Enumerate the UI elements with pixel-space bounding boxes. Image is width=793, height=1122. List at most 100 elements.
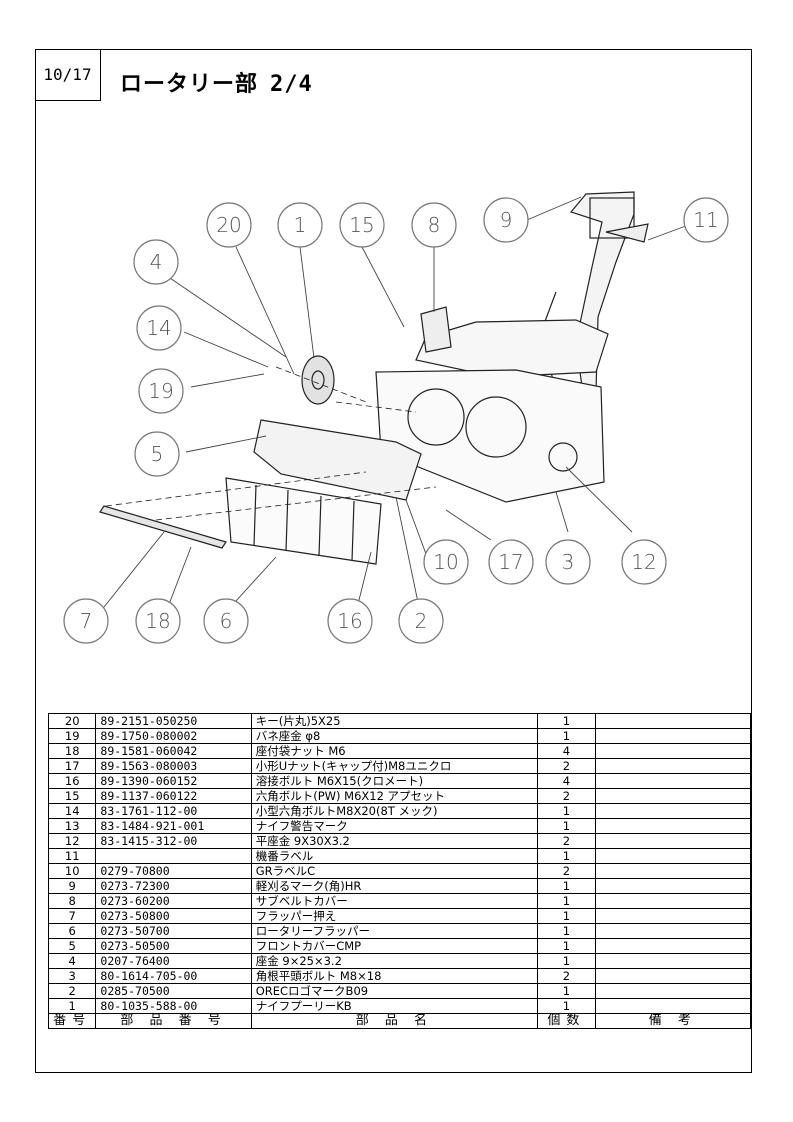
row-remarks bbox=[594, 998, 752, 1014]
exploded-view-diagram: 20 1 15 8 9 11 4 14 19 5 10 17 3 12 7 18… bbox=[63, 191, 729, 644]
callout-label-19: 19 bbox=[148, 379, 173, 403]
row-remarks bbox=[594, 878, 752, 894]
row-name: 座金 9×25×3.2 bbox=[250, 953, 539, 969]
row-qty: 2 bbox=[537, 833, 596, 849]
row-name: ORECロゴマークB09 bbox=[250, 983, 539, 999]
callout-10-circle bbox=[423, 539, 469, 585]
housing-hub bbox=[407, 388, 465, 446]
row-no: 10 bbox=[47, 863, 97, 879]
callout-bubbles bbox=[63, 197, 729, 644]
callout-label-18: 18 bbox=[145, 609, 170, 633]
row-qty: 1 bbox=[537, 848, 596, 864]
row-part-no: 0273-50800 bbox=[95, 908, 252, 924]
callout-6-circle bbox=[203, 598, 249, 644]
page-number: 10/17 bbox=[35, 49, 101, 101]
callout-12-circle bbox=[621, 539, 667, 585]
callout-4-circle bbox=[133, 239, 179, 285]
rotor-blades bbox=[465, 396, 527, 458]
callout-label-10: 10 bbox=[433, 550, 458, 574]
row-part-no: 89-2151-050250 bbox=[95, 713, 252, 729]
row-qty: 1 bbox=[537, 938, 596, 954]
callout-label-3: 3 bbox=[562, 550, 575, 574]
row-qty: 1 bbox=[537, 923, 596, 939]
row-part-no: 0279-70800 bbox=[95, 863, 252, 879]
row-name: 平座金 9X30X3.2 bbox=[250, 833, 539, 849]
row-no: 6 bbox=[47, 923, 97, 939]
row-no: 8 bbox=[47, 893, 97, 909]
callout-8-circle bbox=[411, 202, 457, 248]
machine-drawing bbox=[99, 191, 649, 565]
row-name: サブベルトカバー bbox=[250, 893, 539, 909]
row-qty: 1 bbox=[537, 893, 596, 909]
callout-label-14: 14 bbox=[146, 316, 171, 340]
row-remarks bbox=[594, 968, 752, 984]
row-remarks bbox=[594, 848, 752, 864]
row-no: 9 bbox=[47, 878, 97, 894]
row-qty: 2 bbox=[537, 788, 596, 804]
callout-11-circle bbox=[683, 197, 729, 243]
row-name: 角根平頭ボルト M8×18 bbox=[250, 968, 539, 984]
chassis-deck bbox=[415, 319, 609, 378]
callout-label-6: 6 bbox=[220, 609, 233, 633]
row-qty: 1 bbox=[537, 818, 596, 834]
row-no: 20 bbox=[47, 713, 97, 729]
row-part-no: 83-1484-921-001 bbox=[95, 818, 252, 834]
callout-15-circle bbox=[339, 202, 385, 248]
row-remarks bbox=[594, 983, 752, 999]
row-qty: 1 bbox=[537, 878, 596, 894]
row-no: 18 bbox=[47, 743, 97, 759]
row-no: 3 bbox=[47, 968, 97, 984]
row-part-no: 0285-70500 bbox=[95, 983, 252, 999]
row-name: ナイフプーリーKB bbox=[250, 998, 539, 1014]
row-qty: 1 bbox=[537, 998, 596, 1014]
callout-label-15: 15 bbox=[349, 213, 374, 237]
row-part-no: 89-1137-060122 bbox=[95, 788, 252, 804]
row-remarks bbox=[594, 908, 752, 924]
title-main: ロータリー部 bbox=[120, 72, 259, 97]
page-title: ロータリー部 2/4 bbox=[120, 66, 313, 98]
row-remarks bbox=[594, 758, 752, 774]
row-part-no: 89-1390-060152 bbox=[95, 773, 252, 789]
table-header-row: 番号 部 品 番 号 部 品 名 個数 備 考 bbox=[47, 1013, 752, 1029]
page-frame bbox=[35, 49, 752, 1073]
row-name: 六角ボルト(PW) M6X12 アプセット bbox=[250, 788, 539, 804]
row-name: 機番ラベル bbox=[250, 848, 539, 864]
row-part-no: 0273-72300 bbox=[95, 878, 252, 894]
row-remarks bbox=[594, 893, 752, 909]
row-part-no: 89-1581-060042 bbox=[95, 743, 252, 759]
callout-3-circle bbox=[545, 539, 591, 585]
row-no: 12 bbox=[47, 833, 97, 849]
row-qty: 1 bbox=[537, 713, 596, 729]
row-remarks bbox=[594, 773, 752, 789]
row-name: フロントカバーCMP bbox=[250, 938, 539, 954]
row-name: ロータリーフラッパー bbox=[250, 923, 539, 939]
row-no: 2 bbox=[47, 983, 97, 999]
row-remarks bbox=[594, 728, 752, 744]
row-qty: 1 bbox=[537, 908, 596, 924]
row-part-no: 80-1614-705-00 bbox=[95, 968, 252, 984]
row-part-no: 83-1415-312-00 bbox=[95, 833, 252, 849]
row-name: 座付袋ナット M6 bbox=[250, 743, 539, 759]
header-qty: 個数 bbox=[537, 1013, 596, 1029]
callout-label-7: 7 bbox=[80, 609, 93, 633]
row-part-no: 83-1761-112-00 bbox=[95, 803, 252, 819]
row-no: 7 bbox=[47, 908, 97, 924]
row-qty: 2 bbox=[537, 758, 596, 774]
callout-label-1: 1 bbox=[294, 213, 307, 237]
title-sub: 2/4 bbox=[270, 72, 313, 97]
